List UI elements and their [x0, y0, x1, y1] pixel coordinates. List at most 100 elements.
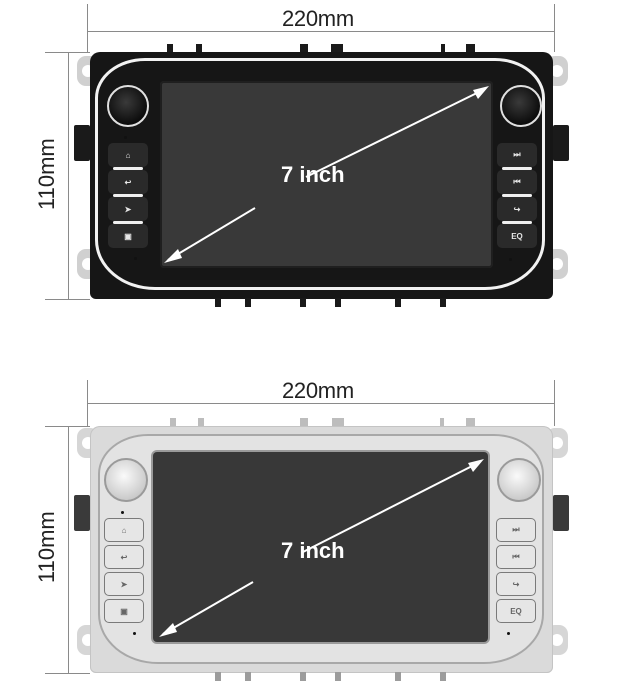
right-button-column: ⏭ ⏮ ↪ EQ [496, 518, 536, 624]
camera-button[interactable]: ▣ [108, 224, 148, 248]
chrome-trim [95, 58, 545, 290]
mic-hole [121, 511, 124, 514]
navigation-button[interactable]: ➤ [108, 197, 148, 221]
side-clip-right [553, 125, 569, 161]
mounting-tab [332, 418, 344, 427]
previous-track-icon: ⏮ [512, 552, 520, 561]
navigation-icon: ➤ [124, 204, 132, 214]
height-dimension-label: 110mm [34, 511, 59, 583]
mounting-tab [440, 298, 446, 307]
width-dimension-tick-right [554, 380, 555, 426]
display-screen [153, 452, 488, 642]
previous-track-icon: ⏮ [513, 177, 521, 186]
navigation-button[interactable]: ➤ [104, 572, 144, 596]
screen-size-label: 7 inch [281, 162, 345, 187]
width-dimension-tick-left [87, 380, 88, 426]
height-dimension-tick-bottom [45, 299, 90, 300]
left-button-column: ⌂ ↩ ➤ ▣ [108, 143, 148, 249]
mounting-tab [167, 44, 173, 53]
button-separator [113, 167, 143, 170]
volume-knob[interactable] [107, 85, 149, 127]
tuning-knob[interactable] [500, 85, 542, 127]
button-separator [113, 221, 143, 224]
left-button-column: ⌂ ↩ ➤ ▣ [104, 518, 144, 624]
mounting-tab [300, 298, 306, 307]
mounting-tab [331, 44, 343, 53]
mounting-tab [335, 298, 341, 307]
diagonal-arrow-icon [164, 86, 489, 263]
mounting-tab [196, 44, 202, 53]
width-dimension-label: 220mm [282, 6, 354, 31]
tuning-knob[interactable] [497, 458, 541, 502]
previous-track-button[interactable]: ⏮ [497, 170, 537, 194]
home-button[interactable]: ⌂ [104, 518, 144, 542]
mounting-tab [395, 298, 401, 307]
mounting-tab [466, 418, 475, 427]
next-track-icon: ⏭ [513, 150, 521, 159]
mounting-tab [170, 418, 176, 427]
camera-button[interactable]: ▣ [104, 599, 144, 623]
camera-icon: ▣ [124, 231, 132, 241]
height-dimension-line [68, 426, 69, 674]
previous-track-button[interactable]: ⏮ [496, 545, 536, 569]
button-separator [502, 221, 532, 224]
mounting-tab [198, 418, 204, 427]
height-dimension-label: 110mm [34, 138, 59, 210]
ir-hole [507, 632, 510, 635]
volume-knob[interactable] [104, 458, 148, 502]
back-icon: ↩ [124, 177, 132, 187]
width-dimension-tick-left [87, 4, 88, 52]
phone-button[interactable]: ↪ [497, 197, 537, 221]
height-dimension-tick-top [45, 426, 90, 427]
equalizer-label: EQ [510, 606, 522, 616]
mounting-tab [466, 44, 475, 53]
back-button[interactable]: ↩ [108, 170, 148, 194]
mounting-tab [335, 672, 341, 681]
phone-icon: ↪ [513, 204, 521, 214]
mounting-tab [215, 672, 221, 681]
height-dimension-line [68, 52, 69, 300]
equalizer-button[interactable]: EQ [496, 599, 536, 623]
side-clip-left [74, 125, 90, 161]
navigation-icon: ➤ [120, 579, 128, 589]
home-icon: ⌂ [121, 525, 127, 535]
back-button[interactable]: ↩ [104, 545, 144, 569]
next-track-button[interactable]: ⏭ [497, 143, 537, 167]
product-silver-unit: 220mm 110mm ⌂ ↩ ➤ ▣ ⏭ ⏮ ↪ EQ [0, 360, 640, 700]
mounting-tab [245, 672, 251, 681]
side-clip-left [74, 495, 90, 531]
mounting-tab [215, 298, 221, 307]
mounting-tab [395, 672, 401, 681]
mounting-tab [440, 418, 444, 427]
mounting-tab [441, 44, 445, 53]
button-separator [502, 167, 532, 170]
mounting-tab [300, 672, 306, 681]
width-dimension-tick-right [554, 4, 555, 52]
equalizer-label: EQ [511, 231, 523, 241]
screen-size-label: 7 inch [281, 538, 345, 563]
camera-icon: ▣ [120, 606, 128, 616]
height-dimension-tick-top [45, 52, 90, 53]
width-dimension-line [87, 31, 555, 32]
side-clip-right [553, 495, 569, 531]
next-track-icon: ⏭ [512, 525, 520, 534]
reset-hole [133, 632, 136, 635]
mounting-tab [300, 44, 308, 53]
phone-button[interactable]: ↪ [496, 572, 536, 596]
mounting-tab [245, 298, 251, 307]
next-track-button[interactable]: ⏭ [496, 518, 536, 542]
product-black-unit: 220mm 110mm ⌂ ↩ ➤ ▣ ⏭ ⏮ [0, 0, 640, 320]
back-icon: ↩ [120, 552, 128, 562]
mic-hole [124, 136, 127, 139]
button-separator [502, 194, 532, 197]
width-dimension-label: 220mm [282, 378, 354, 403]
home-button[interactable]: ⌂ [108, 143, 148, 167]
ir-hole [509, 258, 512, 261]
right-button-column: ⏭ ⏮ ↪ EQ [497, 143, 537, 249]
button-separator [113, 194, 143, 197]
diagonal-arrow-icon [159, 459, 484, 637]
height-dimension-tick-bottom [45, 673, 90, 674]
mounting-tab [300, 418, 308, 427]
reset-hole [134, 257, 137, 260]
equalizer-button[interactable]: EQ [497, 224, 537, 248]
